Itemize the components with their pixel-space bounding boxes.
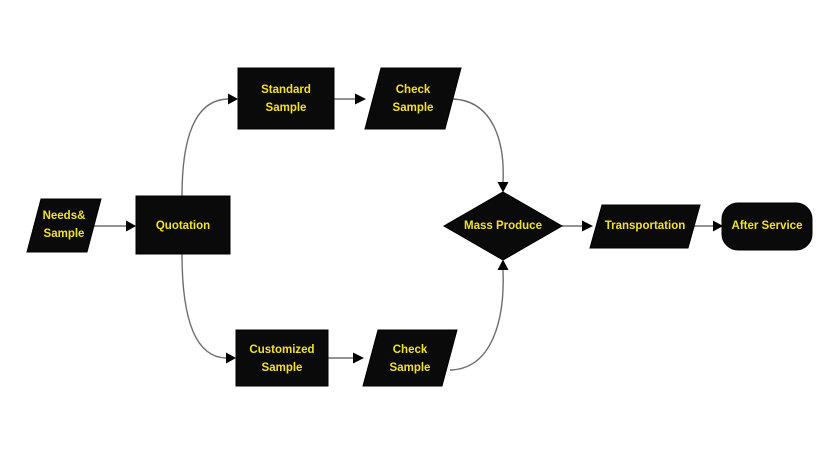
node-check-sample-customized[interactable]: Check Sample — [362, 329, 458, 387]
arrowhead-icon — [126, 220, 136, 232]
edge-transportation-to-after-service — [692, 220, 723, 232]
node-needs-sample[interactable]: Needs& Sample — [26, 198, 102, 253]
arrowhead-icon — [713, 220, 723, 232]
arrowhead-icon — [497, 259, 509, 270]
rectangle-shape[interactable] — [237, 67, 335, 130]
node-mass-produce[interactable]: Mass Produce — [442, 191, 564, 261]
edge-layer — [92, 93, 723, 371]
node-standard-sample[interactable]: Standard Sample — [237, 67, 335, 130]
arrowhead-icon — [228, 93, 238, 105]
arrowhead-icon — [355, 93, 366, 105]
parallelogram-shape[interactable] — [26, 198, 102, 253]
edge-check-bottom-to-mass — [449, 259, 509, 371]
node-quotation[interactable]: Quotation — [135, 195, 231, 255]
node-check-sample-standard[interactable]: Check Sample — [364, 67, 462, 130]
node-customized-sample[interactable]: Customized Sample — [235, 329, 329, 387]
edge-line — [451, 98, 504, 183]
parallelogram-shape[interactable] — [364, 67, 462, 130]
parallelogram-shape[interactable] — [589, 204, 701, 249]
node-after-service[interactable]: After Service — [721, 202, 813, 251]
edge-line — [449, 269, 504, 371]
edge-check-top-to-mass — [451, 98, 509, 193]
arrowhead-icon — [226, 352, 236, 364]
arrowhead-icon — [353, 352, 364, 364]
node-layer: Needs& Sample Quotation Standard Sample … — [26, 67, 813, 387]
arrowhead-icon — [497, 182, 509, 193]
edge-standard-to-check-top — [334, 93, 366, 105]
node-transportation[interactable]: Transportation — [589, 204, 701, 249]
diamond-shape[interactable] — [442, 191, 564, 261]
parallelogram-shape[interactable] — [362, 329, 458, 387]
rectangle-shape[interactable] — [235, 329, 329, 387]
edge-line — [181, 98, 229, 197]
edge-customized-to-check-bottom — [328, 352, 364, 364]
edge-line — [181, 253, 227, 359]
edge-mass-to-transportation — [562, 220, 593, 232]
edge-quotation-to-standard — [181, 93, 238, 197]
stadium-shape[interactable] — [721, 202, 813, 251]
edge-quotation-to-customized — [181, 253, 236, 364]
rectangle-shape[interactable] — [135, 195, 231, 255]
edge-needs-to-quotation — [92, 220, 136, 232]
arrowhead-icon — [582, 220, 593, 232]
